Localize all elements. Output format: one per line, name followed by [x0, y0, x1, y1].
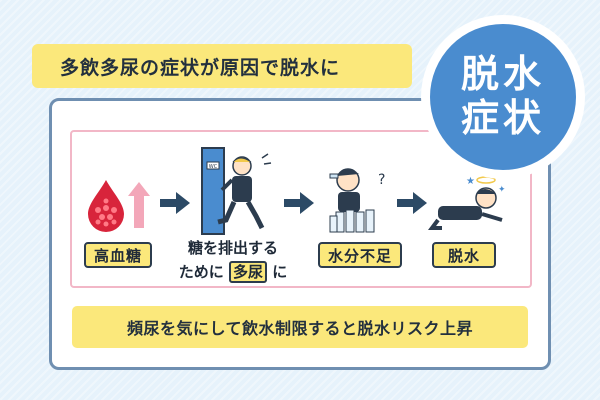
header-banner: 多飲多尿の症状が原因で脱水に: [32, 44, 412, 88]
collapsed-person-illustration: ★ ✦: [428, 176, 506, 230]
dehydration-badge: 脱水 症状: [430, 24, 576, 170]
step-high-blood-sugar-label: 高血糖: [93, 246, 142, 265]
toilet-rush-illustration: WC: [201, 147, 272, 235]
step-polyuria: 糖を排出する ために 多尿 に: [168, 236, 298, 284]
svg-text:★: ★: [466, 176, 475, 187]
step-polyuria-highlight: 多尿: [228, 261, 267, 283]
step-polyuria-line1: 糖を排出する: [187, 239, 278, 257]
step-water-shortage-label: 水分不足: [327, 246, 392, 265]
door-sign: WC: [209, 164, 218, 170]
svg-text:✦: ✦: [498, 185, 506, 195]
step-water-shortage: 水分不足: [318, 242, 402, 268]
arrow-right-icon: [397, 192, 427, 214]
arrow-right-icon: [160, 192, 190, 214]
step-high-blood-sugar: 高血糖: [84, 242, 152, 268]
step-polyuria-line2: ために 多尿 に: [168, 260, 298, 284]
step-polyuria-pre: ために: [178, 263, 224, 281]
badge-line2: 症状: [460, 96, 545, 140]
banner-title: 多飲多尿の症状が原因で脱水に: [60, 56, 341, 79]
bottom-note-text: 頻尿を気にして飲水制限すると脱水リスク上昇: [126, 319, 474, 338]
bottom-note: 頻尿を気にして飲水制限すると脱水リスク上昇: [72, 306, 528, 348]
arrow-right-icon: [284, 192, 314, 214]
step-dehydration-label: 脱水: [447, 246, 480, 265]
step-polyuria-post: に: [272, 263, 288, 281]
svg-text:?: ?: [378, 172, 385, 188]
badge-line1: 脱水: [460, 52, 545, 97]
blood-drop-icon: [88, 180, 150, 232]
step-dehydration: 脱水: [432, 242, 496, 268]
drinking-illustration: ?: [329, 168, 385, 233]
